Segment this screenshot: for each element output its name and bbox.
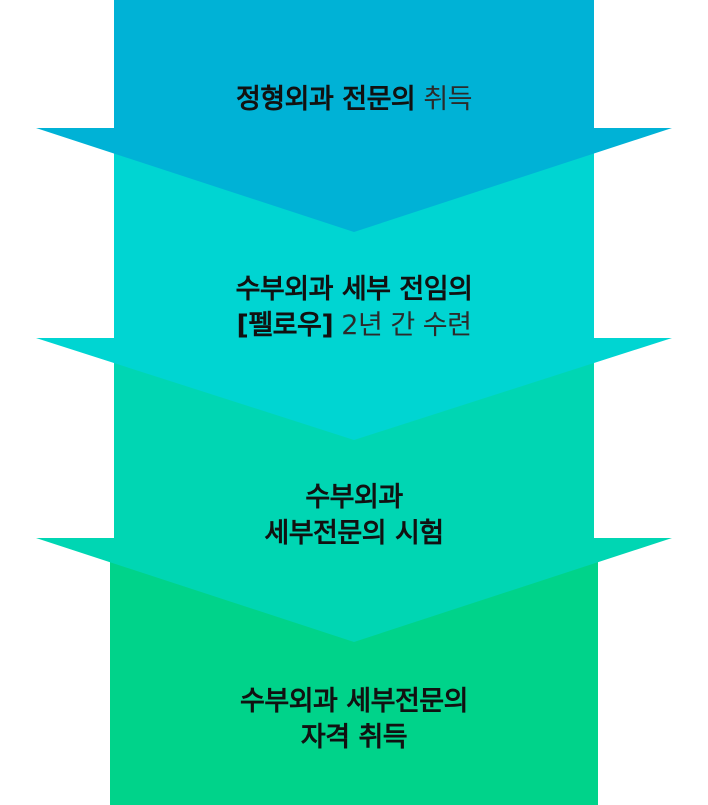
step-2-line-1-strong: 수부외과 세부 전임의 xyxy=(235,274,473,305)
step-1-line-1: 정형외과 전문의 취득 xyxy=(114,82,594,118)
step-2-line-2-light: 2년 간 수련 xyxy=(333,310,472,341)
step-3-line-1-strong: 수부외과 xyxy=(305,482,403,513)
step-2-arrow xyxy=(36,152,672,440)
step-2-text: 수부외과 세부 전임의 [펠로우] 2년 간 수련 xyxy=(114,272,594,344)
step-1-line-1-light: 취득 xyxy=(415,84,473,115)
step-4-line-2-strong: 자격 취득 xyxy=(300,722,408,753)
step-3-line-1: 수부외과 xyxy=(114,480,594,516)
step-3-arrow xyxy=(36,360,672,642)
step-4-line-1-strong: 수부외과 세부전문의 xyxy=(240,686,468,717)
step-4-shape xyxy=(110,560,598,805)
step-4-line-2: 자격 취득 xyxy=(114,720,594,756)
step-2-line-2-strong: [펠로우] xyxy=(236,310,334,341)
step-1-text: 정형외과 전문의 취득 xyxy=(114,82,594,118)
step-4-text: 수부외과 세부전문의 자격 취득 xyxy=(114,684,594,756)
step-3-line-2: 세부전문의 시험 xyxy=(114,516,594,552)
step-2-line-1: 수부외과 세부 전임의 xyxy=(114,272,594,308)
step-3-line-2-strong: 세부전문의 시험 xyxy=(264,518,444,549)
step-4-line-1: 수부외과 세부전문의 xyxy=(114,684,594,720)
step-1-arrow xyxy=(36,0,672,232)
step-3-text: 수부외과 세부전문의 시험 xyxy=(114,480,594,552)
step-1-line-1-strong: 정형외과 전문의 xyxy=(235,84,416,115)
step-2-line-2: [펠로우] 2년 간 수련 xyxy=(114,308,594,344)
